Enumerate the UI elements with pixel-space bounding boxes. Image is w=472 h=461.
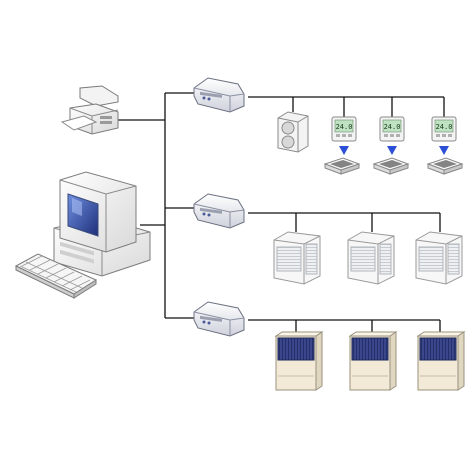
thermostat-display: 24.0 (436, 123, 453, 131)
branch-2-units (273, 231, 463, 285)
network-gateway-icon (193, 77, 245, 113)
keyboard-icon (14, 253, 98, 299)
thermostat-group-2: 24.0 (373, 116, 409, 175)
thermostat-group-3: 24.0 (427, 116, 463, 175)
cassette-indoor-unit-icon (427, 157, 463, 175)
computer-monitor-icon (59, 171, 137, 253)
thermostat-group-1: 24.0 (324, 116, 360, 175)
arrow-icon (439, 146, 449, 155)
printer-icon (60, 85, 119, 135)
gateway-2 (193, 193, 245, 229)
branch-1-units: 24.0 24.0 24.0 (277, 111, 463, 175)
computer-workstation (14, 171, 151, 299)
network-gateway-icon (193, 193, 245, 229)
split-outdoor-unit-icon (277, 111, 309, 153)
thermostat-display: 24.0 (384, 123, 401, 131)
network-gateway-icon (193, 301, 245, 337)
connection-lines (118, 92, 445, 336)
vrf-outdoor-unit-icon (417, 331, 465, 391)
thermostat-icon: 24.0 (379, 116, 405, 142)
vrf-outdoor-unit-icon (349, 331, 397, 391)
arrow-icon (339, 146, 349, 155)
modular-outdoor-unit-icon (415, 231, 463, 285)
arrow-icon (387, 146, 397, 155)
thermostat-icon: 24.0 (431, 116, 457, 142)
thermostat-display: 24.0 (336, 123, 353, 131)
thermostat-icon: 24.0 (331, 116, 357, 142)
gateway-1 (193, 77, 245, 113)
vrf-outdoor-unit-icon (275, 331, 323, 391)
modular-outdoor-unit-icon (273, 231, 321, 285)
gateway-3 (193, 301, 245, 337)
cassette-indoor-unit-icon (373, 157, 409, 175)
cassette-indoor-unit-icon (324, 157, 360, 175)
branch-3-units (275, 331, 465, 391)
modular-outdoor-unit-icon (347, 231, 395, 285)
